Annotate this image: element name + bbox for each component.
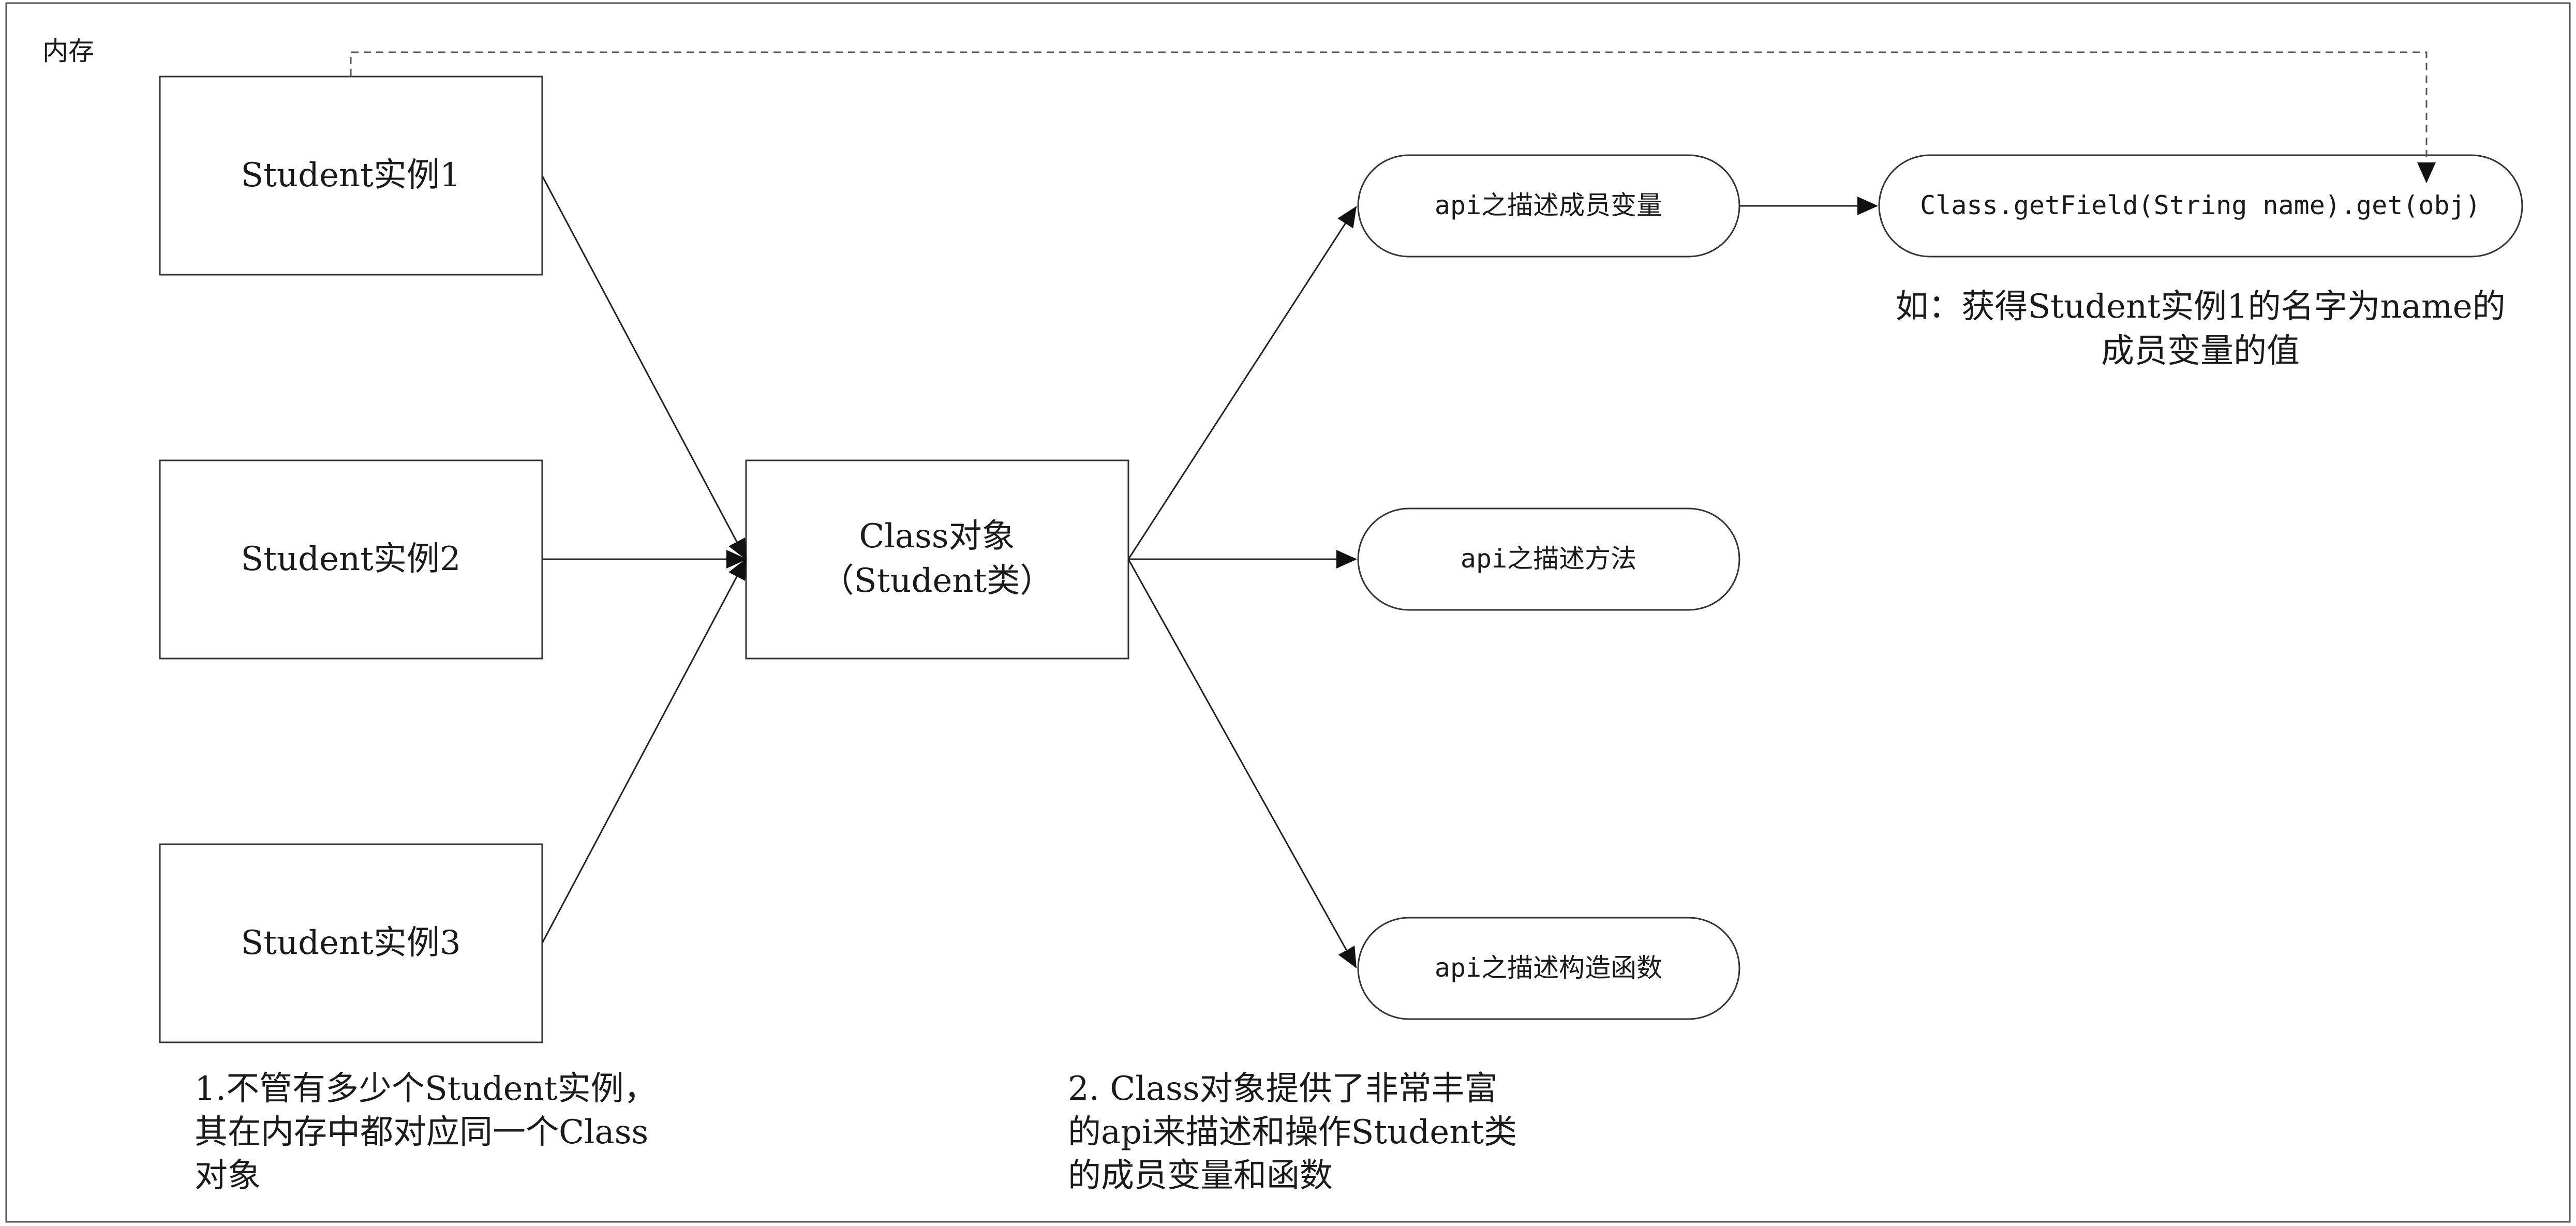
arrow-class-to-constructors <box>1127 559 1357 968</box>
memory-label: 内存 <box>42 36 94 66</box>
field-note-line2: 成员变量的值 <box>2101 332 2300 370</box>
field-call-label: Class.getField(String name).get(obj) <box>1920 190 2481 220</box>
api-methods-pill: api之描述方法 <box>1357 507 1740 611</box>
student-instance-2-label: Student实例2 <box>241 540 460 578</box>
note1-line1: 1.不管有多少个Student实例， <box>195 1070 657 1108</box>
student-instance-3-label: Student实例3 <box>241 924 460 962</box>
student-instance-2: Student实例2 <box>159 459 543 660</box>
dashed-link-instance1-to-obj <box>350 51 2436 183</box>
field-call-pill: Class.getField(String name).get(obj) <box>1878 154 2523 258</box>
api-constructors-label: api之描述构造函数 <box>1435 953 1662 983</box>
class-object-line1: Class对象 <box>859 517 1015 556</box>
note1-line3: 对象 <box>195 1157 261 1195</box>
note1-line2: 其在内存中都对应同一个Class <box>195 1113 648 1152</box>
student-instance-1: Student实例1 <box>159 76 543 276</box>
note2-line3: 的成员变量和函数 <box>1068 1157 1333 1195</box>
arrow-class-to-fields <box>1127 206 1357 560</box>
student-instance-3: Student实例3 <box>159 843 543 1043</box>
note2-line1: 2. Class对象提供了非常丰富 <box>1068 1070 1498 1108</box>
memory-frame <box>5 2 2571 1223</box>
note2-line2: 的api来描述和操作Student类 <box>1068 1113 1517 1152</box>
field-note-line1: 如：获得Student实例1的名字为name的 <box>1895 288 2505 326</box>
arrow-instance1-to-class <box>541 175 747 560</box>
api-constructors-pill: api之描述构造函数 <box>1357 917 1740 1020</box>
api-fields-pill: api之描述成员变量 <box>1357 154 1740 258</box>
arrow-instance3-to-class <box>541 558 747 944</box>
student-instance-1-label: Student实例1 <box>241 156 460 195</box>
class-object-box: Class对象 （Student类） <box>745 459 1129 660</box>
class-object-line2: （Student类） <box>821 562 1053 600</box>
api-fields-label: api之描述成员变量 <box>1435 190 1662 220</box>
api-methods-label: api之描述方法 <box>1461 544 1636 574</box>
